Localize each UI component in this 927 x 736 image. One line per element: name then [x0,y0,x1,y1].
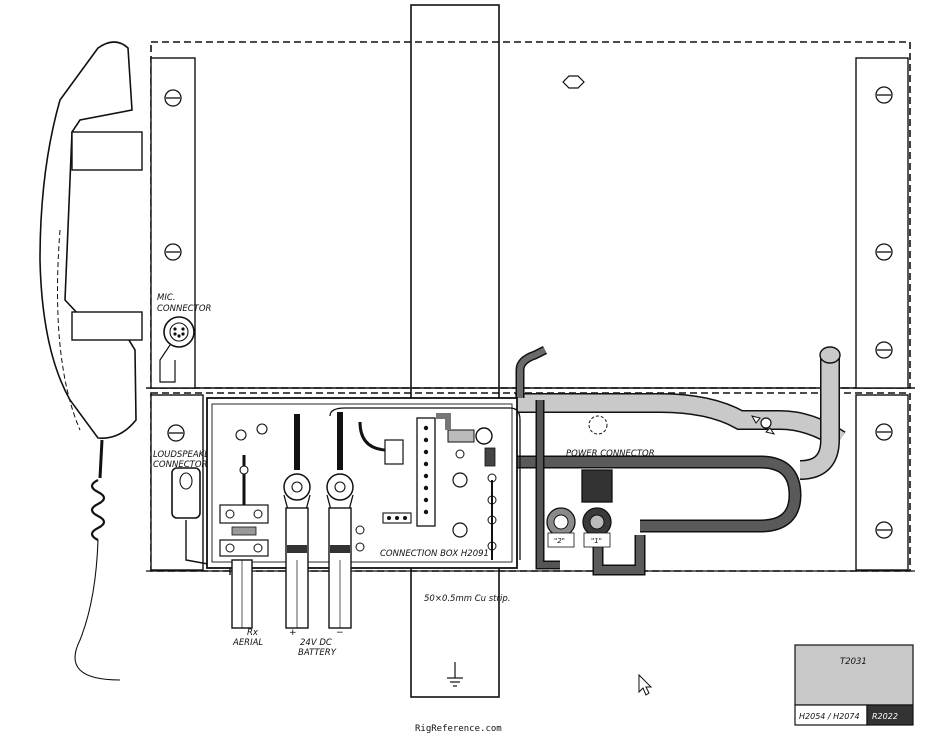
plug-1-label: "1" [591,537,602,545]
screw-icon [875,341,893,359]
screw-icon [167,424,185,442]
mic-connector-icon [159,316,195,383]
dark-cable [490,345,802,576]
legend-top-label: T2031 [840,657,867,667]
terminal-strip-dots [423,425,429,515]
battery-label-1: 24V DC [300,638,332,648]
upper-unit [146,41,915,389]
wing-nut-icon [750,415,776,435]
power-connector-icon [546,415,613,548]
legend-bottom-right-swatch [866,704,914,726]
power-connector-label: POWER CONNECTOR [566,449,655,459]
connection-box-label: CONNECTION BOX H2091 [380,549,489,559]
rx-aerial-label-1: Rx [247,628,259,638]
ground-icon [447,662,463,687]
external-cables [231,507,352,629]
connection-box [206,397,521,569]
legend-bottom-right-label: R2022 [872,712,898,721]
screw-icon [164,243,182,261]
footer-watermark: RigReference.com [415,724,502,734]
loudspeaker-connector-icon [171,467,231,575]
screw-icon [875,521,893,539]
legend-bottom-left-label: H2054 / H2074 [799,712,860,721]
battery-plus-lug [283,414,311,511]
legend-top-swatch [794,644,914,706]
screw-icon [164,89,182,107]
mic-connector-label-2: CONNECTOR [157,304,212,314]
battery-label-2: BATTERY [298,648,337,658]
screw-icon [875,243,893,261]
screw-icons [164,86,893,539]
hex-nut-icon [562,75,585,89]
handset-icon [39,41,143,681]
battery-minus-label: − [336,628,344,638]
legend [794,644,914,726]
screw-icon [875,86,893,104]
copper-strip-label: 50×0.5mm Cu strip. [424,594,510,604]
battery-minus-lug [326,412,354,511]
plug-2-label: "2" [554,537,565,545]
loudspeaker-connector-label-1: LOUDSPEAKER [153,450,216,460]
mic-connector-label-1: MIC. [157,293,175,303]
mouse-cursor-icon [638,673,653,696]
battery-plus-label: + [289,628,297,638]
copper-strip [410,4,500,698]
loudspeaker-connector-label-2: CONNECTOR [153,460,208,470]
rx-aerial-label-2: AERIAL [232,638,263,648]
screw-icon [875,423,893,441]
